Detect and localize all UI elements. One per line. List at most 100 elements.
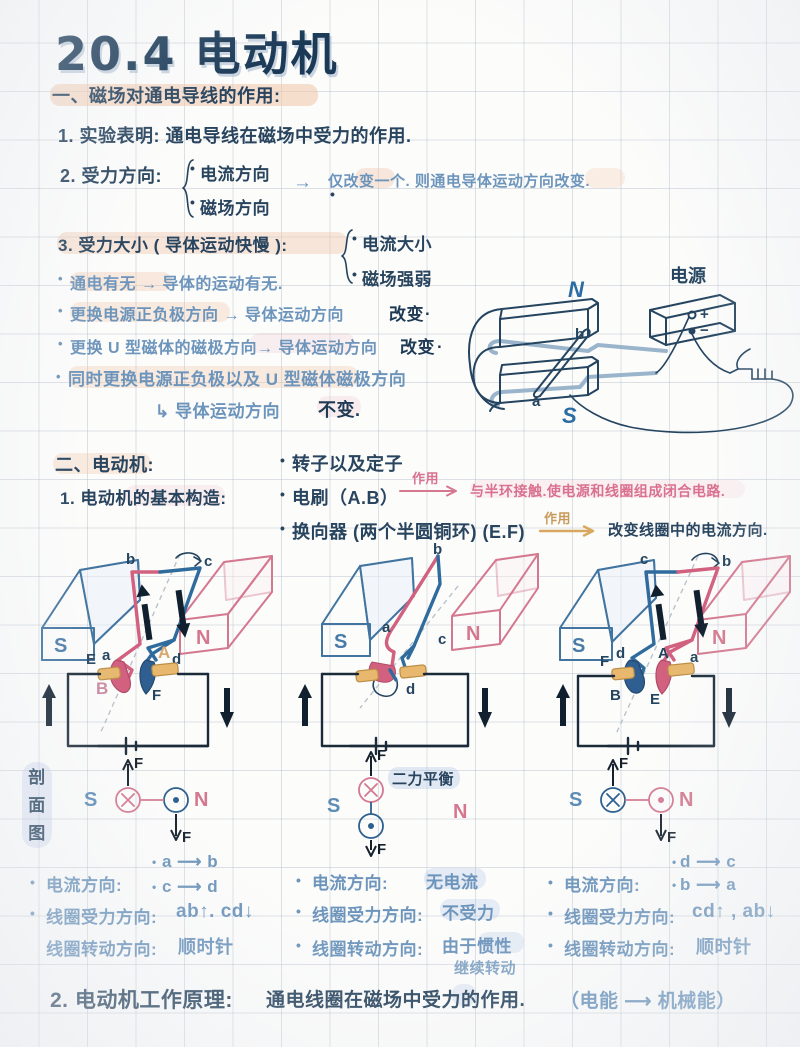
stage2-label-b: b [433,541,442,558]
section2-heading: 二、电动机: [55,455,154,475]
bullet-dot: • [352,230,358,246]
motor-stage-2: S N b a c d [298,541,539,756]
section2-part-3: 换向器 (两个半圆铜环) (E.F) [292,522,525,542]
section2-part-2: 电刷（A.B） [292,488,399,508]
section1-item3-label: 3. 受力大小 ( 导体运动快慢 ): [58,236,288,255]
col3-current-2: b ⟶ a [680,875,737,894]
page-title: 20.4 电动机 [55,27,339,81]
col2-force-value: 不受力 [442,904,495,923]
section2-part-2-effect: 与半环接触.使电源和线圈组成闭合电路. [470,483,726,499]
bullet-dot: • [296,903,302,919]
bullet-dot: • [352,266,358,282]
part2-arrow-icon [399,485,457,497]
stage1-label-b: b [126,551,135,568]
stage3-magnet-S: S [572,635,585,657]
cs3-S: S [569,789,582,811]
bullet-dot: • [548,874,554,890]
note-highlight-2 [585,168,625,188]
stray-dot: • [330,186,336,202]
bullet-dot: • [280,520,286,536]
section2-sub1: 1. 电动机的基本构造: [60,489,227,508]
col2-rotation-label: 线圈转动方向: [312,940,424,959]
section1-heading: 一、磁场对通电导线的作用: [52,86,281,106]
bullet-dot: • [58,271,64,286]
cs1-force-bottom: F [182,829,191,846]
section1-item2a: 电流方向 [200,165,270,184]
col2-current-label: 电流方向: [312,874,389,893]
label-N: N [568,277,585,302]
col3-force-label: 线圈受力方向: [564,908,676,927]
cs3-N: N [679,789,693,811]
stage1-magnet-S: S [54,635,67,657]
section2-part-1: 转子以及定子 [292,454,403,474]
stage2-label-a: a [382,619,391,636]
bullet-dot: • [152,880,157,894]
col2-rotation-value: 由于惯性 [442,937,512,956]
cross-section-view-3: S N F F [569,755,693,846]
stage3-brush-F [611,666,635,681]
cs1-S: S [84,789,97,811]
col3-current-1: d ⟶ c [680,852,737,871]
col1-current-label: 电流方向: [46,876,123,895]
section2-part-3-effect: 改变线圈中的电流方向. [608,522,768,539]
motor-stage-3: S N c b d a F B A E [556,551,791,756]
stage3-label-c: c [640,551,648,568]
section1-item3a: 电流大小 [362,235,432,254]
section1-bullet-2-emph: 改变 [389,305,424,324]
col1-rotation-value: 顺时针 [178,937,234,957]
stage2-label-d: d [406,681,415,698]
section2-sub2-number: 2. 电动机工作原理: [50,989,233,1012]
label-a: a [532,393,541,410]
stage2-magnet-N: N [466,623,480,645]
cross-section-view-1: S N F F [84,755,208,846]
terminal-minus: − [700,322,709,339]
col3-force-value: cd↑ , ab↓ [692,901,776,922]
section1-bullet-4: 同时更换电源正负极以及 U 型磁体磁极方向 [68,370,407,389]
col1-force-label: 线圈受力方向: [46,908,158,927]
bullet-dot: • [672,855,677,869]
stage1-label-a: a [102,647,111,664]
col1-rotation-label: 线圈转动方向: [46,940,158,959]
col1-current-1: a ⟶ b [162,852,219,871]
bullet-dot: • [56,369,62,384]
cs2-N: N [453,801,467,823]
section1-item2-note: 仅改变一个. 则通电导体运动方向改变. [328,173,591,190]
bullet-dot: • [548,905,554,921]
stage1-magnet-N: N [196,627,210,649]
bullet-dot: • [190,160,196,176]
stage3-brush-A [667,662,695,677]
col2-current-1: 无电流 [426,873,479,892]
col3-rotation-value: 顺时针 [696,937,752,957]
col1-force-value: ab↑. cd↓ [176,901,254,922]
stage1-brush-A [151,662,179,677]
section2-sub2-paren: （电能 ⟶ 机械能） [560,991,736,1012]
bullet-dot: • [58,336,64,351]
part3-arrow-icon [538,525,595,537]
col1-current-2: c ⟶ d [162,877,219,896]
balance-note: 二力平衡 [392,771,455,788]
bullet-dot: • [58,303,64,318]
section1-item1: 1. 实验表明: 通电导线在磁场中受力的作用. [58,126,412,146]
cs3-force-bottom: F [667,829,676,846]
bullet-dot: • [280,486,286,502]
motor-stage-1: S N b c a d E B A F [41,551,273,756]
section1-item3b: 磁场强弱 [362,270,432,289]
label-power: 电源 [670,265,706,286]
bullet-dot: • [672,878,677,892]
cs1-force-top: F [134,755,143,772]
stage2-brush-left [355,668,379,683]
stage3-label-F: F [600,653,609,670]
section2-sub2-text: 通电线圈在磁场中受力的作用. [266,990,526,1011]
stage1-label-c: c [204,553,212,570]
stage3-label-d: d [616,645,625,662]
terminal-plus: + [700,306,709,323]
stage2-brush-right [399,664,427,679]
stage3-label-A: A [658,645,669,662]
experiment-diagram: b a N S + − 电源 [468,265,794,434]
bullet-dot: • [30,874,36,890]
section1-bullet-3-emph: 改变 [400,338,435,357]
stage3-label-B: B [610,687,621,704]
section1-bullet-4-sub-emph: 不变. [318,400,361,420]
stage1-label-E: E [86,651,96,668]
